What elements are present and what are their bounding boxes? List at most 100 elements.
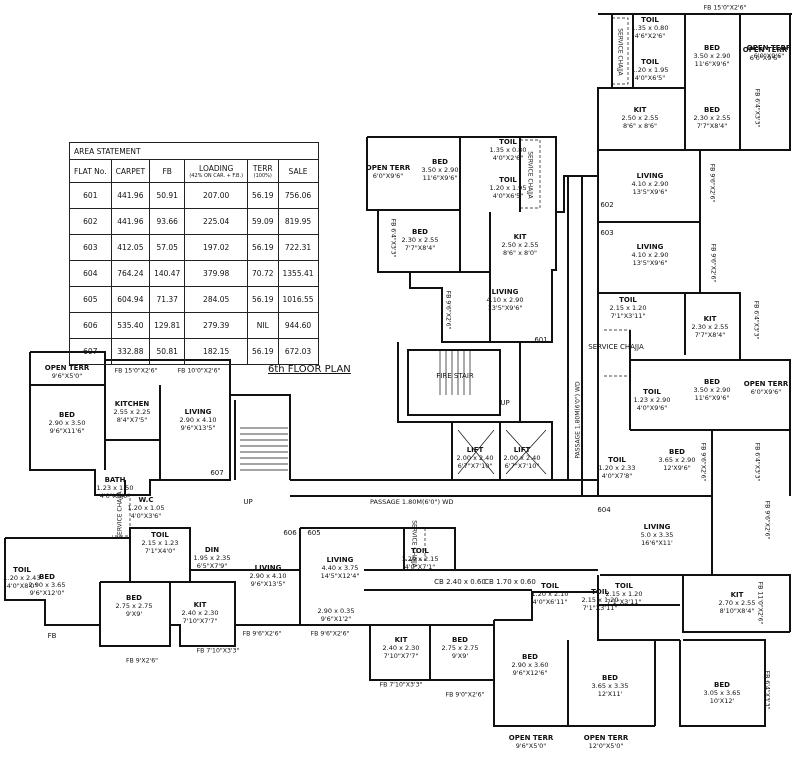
toilet-label-dim: 4'6"X2'6" — [634, 32, 666, 40]
toilet-label-dim: 1.35 x 0.80 — [489, 146, 527, 154]
room-label-name: OPEN TERR — [508, 734, 554, 742]
room-label-dim: 9'6"X13'5" — [250, 580, 286, 588]
room-label-dim: 6'7"X7'10" — [504, 462, 540, 470]
toilet-label-dim: 4'0"X2'6" — [492, 154, 524, 162]
room-label-name: KIT — [730, 591, 744, 599]
table-cell: 605 — [69, 286, 112, 313]
room-label-dim: 9'X9' — [451, 652, 469, 660]
room-label-dim: 9'6"X5'0" — [51, 372, 83, 380]
table-cell: 604.94 — [110, 286, 151, 313]
table-cell: 441.96 — [110, 182, 151, 209]
room-label-dim: 2.90 x 4.10 — [179, 416, 217, 424]
room-label-dim: 2.90 x 3.60 — [511, 661, 549, 669]
table-cell: 672.03 — [277, 338, 319, 365]
table-cell: 56.19 — [247, 286, 279, 313]
toilet-label-dim: 4'0"X7'1" — [404, 563, 436, 571]
room-label-dim: 2.40 x 2.30 — [181, 609, 219, 617]
table-cell: 140.47 — [149, 260, 186, 287]
area-statement-caption: AREA STATEMENT — [69, 142, 319, 160]
room-label-name: BED — [602, 674, 618, 682]
toilet-label-dim: 4'0"X9'6" — [636, 404, 668, 412]
fb-label: FB 15'0"X2'6" — [114, 367, 158, 375]
fb-label: FB 9'6"X2'6" — [763, 500, 771, 540]
page-title: 6th FLOOR PLAN — [268, 364, 351, 375]
room-label-name: BED — [412, 228, 428, 236]
room-label-dim: 3.50 x 2.90 — [421, 166, 459, 174]
col-carpet: CARPET — [110, 159, 151, 183]
table-cell: 50.81 — [149, 338, 186, 365]
room-label-name: OPEN TERR — [583, 734, 629, 742]
room-label-name: OPEN TERR — [365, 164, 411, 172]
room-label-name: LIVING — [326, 556, 354, 564]
room-label-dim: 2.50 x 2.55 — [621, 114, 659, 122]
flat-number: 601 — [534, 336, 548, 344]
room-label-dim: 9'X9' — [125, 610, 143, 618]
col-terr-label: TERR — [252, 163, 273, 173]
area-statement-table: AREA STATEMENT FLAT No. CARPET FB LOADIN… — [69, 142, 319, 365]
up-label-2: UP — [243, 498, 253, 506]
toilet-label-dim: 2.15 x 1.23 — [141, 539, 179, 547]
fb-label: FB 6'4"X3'3" — [753, 88, 761, 128]
col-loading-label: LOADING — [199, 163, 234, 173]
passage-horizontal-label: PASSAGE 1.80M(6'0") WD — [370, 498, 454, 506]
fire-stair-label: FIRE STAIR — [436, 372, 474, 380]
toilet-label-dim: 1.20 x 2.43 — [3, 574, 41, 582]
flat-number: 605 — [307, 529, 321, 537]
room-label-dim: 13'5"X9'6" — [632, 188, 668, 196]
col-terr: TERR(100%) — [247, 159, 279, 183]
col-flat-no: FLAT No. — [69, 159, 112, 183]
room-label-dim: 2.90 x 0.35 — [317, 607, 355, 615]
service-chajja-label-2: SERVICE CHAJJA — [616, 28, 624, 76]
room-label-name: LIVING — [184, 408, 212, 416]
room-label-name: BED — [452, 636, 468, 644]
table-cell: 606 — [69, 312, 112, 339]
room-label-dim: 2.90 x 4.10 — [249, 572, 287, 580]
toilet-label-name: TOIL — [13, 566, 31, 574]
fb-label: FB 9'6"X2'6" — [444, 290, 452, 330]
room-label-name: LIVING — [491, 288, 519, 296]
table-cell: 129.81 — [149, 312, 186, 339]
room-label-dim: 4.10 x 2.90 — [631, 180, 669, 188]
toilet-label-name: TOIL — [151, 531, 169, 539]
table-cell: 1016.55 — [277, 286, 319, 313]
toilet-label-name: TOIL — [641, 58, 659, 66]
room-label-name: OPEN TERR — [746, 44, 792, 52]
toilet-label-dim: 1.20 x 2.33 — [598, 464, 636, 472]
room-label-dim: 16'6"X11' — [641, 539, 673, 547]
flat-number: 604 — [597, 506, 611, 514]
room-label-dim: 8'10"X8'4" — [719, 607, 755, 615]
room-label-dim: 9'6"X12'0" — [29, 589, 65, 597]
room-label-name: DIN — [204, 546, 220, 554]
toilet-label-name: TOIL — [411, 547, 429, 555]
table-cell: 225.04 — [184, 208, 249, 235]
toilet-label-name: TOIL — [641, 16, 659, 24]
room-label-dim: 12'0"X5'0" — [588, 742, 624, 750]
table-cell: 56.19 — [247, 234, 279, 261]
table-cell: 59.09 — [247, 208, 279, 235]
toilet-label-name: TOIL — [608, 456, 626, 464]
room-label-dim: 11'6"X9'6" — [694, 60, 730, 68]
table-cell: 70.72 — [247, 260, 279, 287]
table-cell: 602 — [69, 208, 112, 235]
table-cell: 50.91 — [149, 182, 186, 209]
room-label-dim: 8'6" x 8'6" — [622, 122, 658, 130]
table-cell: 71.37 — [149, 286, 186, 313]
toilet-label-dim: 2.15 x 1.20 — [605, 590, 643, 598]
fb-label: FB 9'6"X2'6" — [709, 243, 717, 283]
room-label-name: BATH — [104, 476, 126, 484]
room-label-dim: 6'7"X7'10" — [457, 462, 493, 470]
